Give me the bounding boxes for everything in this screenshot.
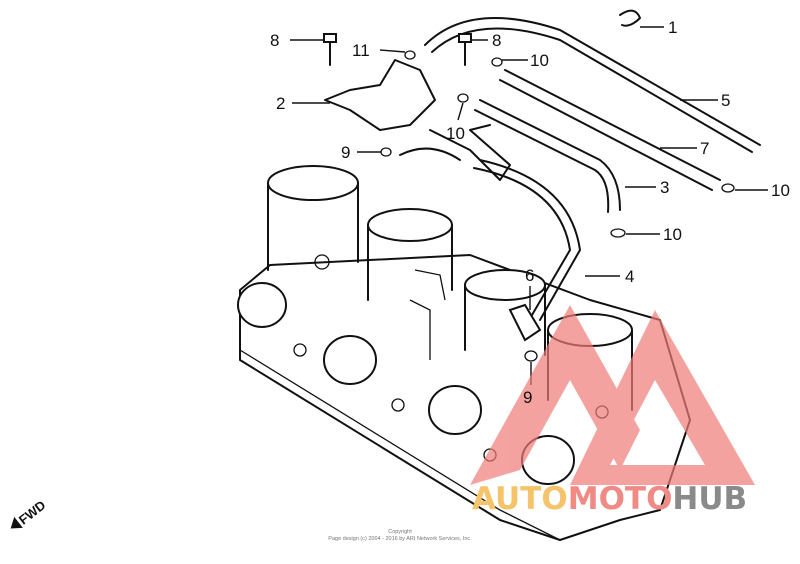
callout-9-top: 9: [341, 143, 350, 162]
callout-10-valve: 10: [446, 124, 465, 143]
callout-7: 7: [700, 139, 709, 158]
callout-10-lower: 10: [663, 225, 682, 244]
callout-2: 2: [276, 94, 285, 113]
callout-10-top: 10: [530, 51, 549, 70]
fwd-label: FWD: [16, 497, 49, 527]
small-parts: [323, 9, 735, 362]
callout-labels: 1 8 11 8 10 2 5 10 7 9 3 10 10 6 4 9: [270, 18, 790, 407]
callout-8-left: 8: [270, 31, 279, 50]
watermark-hub: HUB: [672, 481, 748, 517]
leader-lines: [290, 26, 768, 385]
watermark-auto: AUTO: [472, 481, 568, 517]
copyright-text: Page design (c) 2004 - 2016 by ARI Netwo…: [328, 536, 472, 542]
watermark-text: AUTOMOTOHUB: [472, 481, 747, 517]
callout-6: 6: [525, 266, 534, 285]
watermark-logo: [470, 305, 755, 485]
callout-5: 5: [721, 91, 730, 110]
copyright-title: Copyright: [388, 529, 412, 535]
callout-3: 3: [660, 178, 669, 197]
arrow-icon: [10, 516, 23, 529]
hoses: [399, 17, 761, 321]
fuel-valve-assembly: [324, 59, 542, 342]
callout-8-right: 8: [492, 31, 501, 50]
callout-1: 1: [668, 18, 677, 37]
callout-10-right: 10: [771, 181, 790, 200]
copyright-notice: Copyright Page design (c) 2004 - 2016 by…: [300, 529, 500, 543]
watermark-moto: MOTO: [567, 481, 673, 517]
callout-9-bottom: 9: [523, 388, 532, 407]
callout-11: 11: [352, 41, 370, 60]
callout-4: 4: [625, 267, 634, 286]
forward-direction-indicator: FWD: [10, 497, 49, 529]
